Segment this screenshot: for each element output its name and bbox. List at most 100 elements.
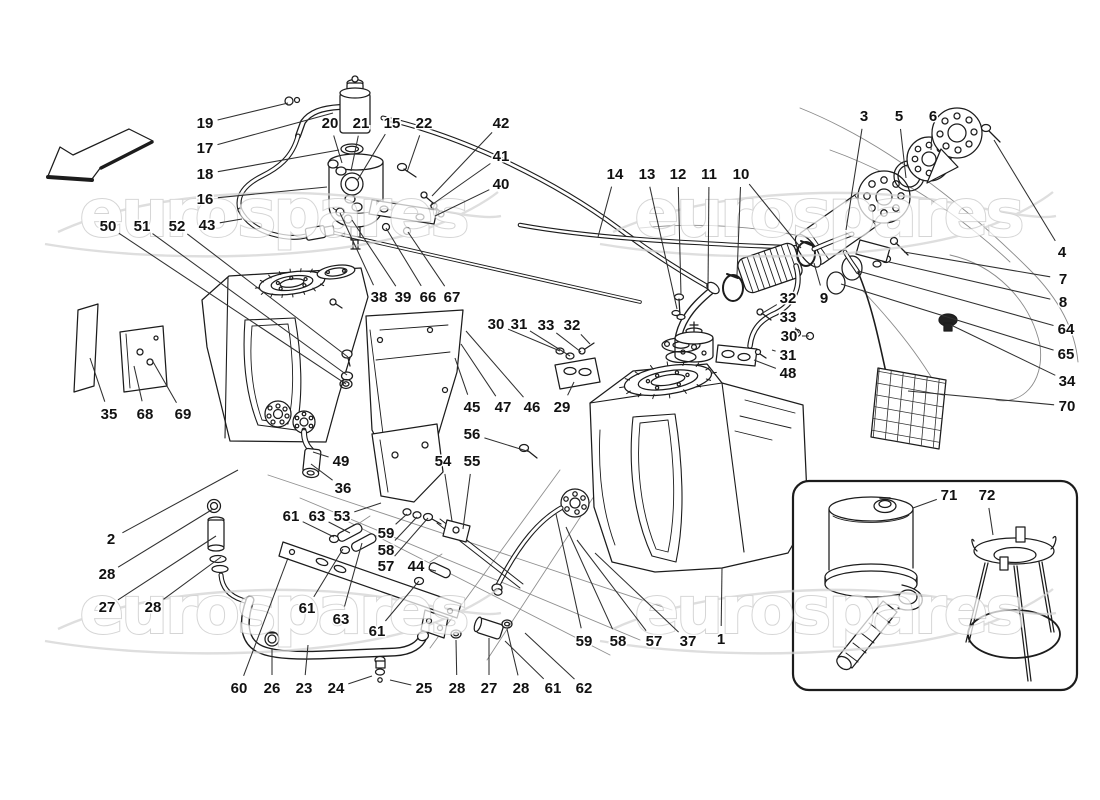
callout-number[interactable]: 22 [414,114,434,134]
callout-number[interactable]: 13 [637,165,657,185]
callout-number[interactable]: 68 [135,405,155,425]
callout-number[interactable]: 6 [927,107,938,127]
callout-number[interactable]: 57 [644,632,664,652]
callout-number[interactable]: 5 [893,107,904,127]
callout-number[interactable]: 8 [1057,293,1068,313]
callout-47-45[interactable]: 47 [493,398,513,418]
callout-68-49[interactable]: 68 [135,405,155,425]
callout-number[interactable]: 33 [778,308,798,328]
callout-41-13[interactable]: 41 [491,147,511,167]
callout-number[interactable]: 15 [382,114,402,134]
callout-65-27[interactable]: 65 [1056,345,1076,365]
callout-number[interactable]: 61 [281,507,301,527]
callout-27-58[interactable]: 27 [97,598,117,618]
callout-31-38[interactable]: 31 [778,346,798,366]
callout-number[interactable]: 21 [351,114,371,134]
callout-number[interactable]: 36 [333,479,353,499]
callout-10-19[interactable]: 10 [731,165,751,185]
callout-number[interactable]: 31 [509,315,529,335]
callout-number[interactable]: 59 [574,632,594,652]
callout-number[interactable]: 56 [462,425,482,445]
callout-number[interactable]: 65 [1056,345,1076,365]
callout-71-85[interactable]: 71 [939,486,959,506]
callout-number[interactable]: 19 [195,114,215,134]
callout-24-73[interactable]: 24 [326,679,346,699]
callout-7-24[interactable]: 7 [1057,270,1068,290]
callout-number[interactable]: 64 [1056,320,1076,340]
callout-33-42[interactable]: 33 [536,316,556,336]
callout-72-86[interactable]: 72 [977,486,997,506]
callout-59-63[interactable]: 59 [376,524,396,544]
callout-number[interactable]: 30 [779,327,799,347]
callout-number[interactable]: 57 [376,557,396,577]
callout-number[interactable]: 26 [262,679,282,699]
callout-54-52[interactable]: 54 [433,452,453,472]
callout-number[interactable]: 25 [414,679,434,699]
callout-number[interactable]: 10 [731,165,751,185]
callout-16-3[interactable]: 16 [195,190,215,210]
callout-number[interactable]: 49 [331,452,351,472]
callout-number[interactable]: 67 [442,288,462,308]
callout-number[interactable]: 7 [1057,270,1068,290]
callout-number[interactable]: 4 [1056,243,1068,263]
callout-61-60[interactable]: 61 [281,507,301,527]
callout-63-68[interactable]: 63 [331,610,351,630]
callout-62-84[interactable]: 62 [574,679,594,699]
callout-number[interactable]: 37 [678,632,698,652]
callout-39-31[interactable]: 39 [393,288,413,308]
callout-48-39[interactable]: 48 [778,364,798,384]
callout-number[interactable]: 3 [858,107,869,127]
callout-number[interactable]: 20 [320,114,340,134]
callout-3-20[interactable]: 3 [858,107,869,127]
callout-26-71[interactable]: 26 [262,679,282,699]
callout-number[interactable]: 44 [406,557,426,577]
callout-9-35[interactable]: 9 [818,289,829,309]
callout-number[interactable]: 38 [369,288,389,308]
callout-number[interactable]: 55 [462,452,482,472]
callout-number[interactable]: 32 [778,289,798,309]
callout-number[interactable]: 17 [195,139,215,159]
callout-number[interactable]: 45 [462,398,482,418]
callout-27-76[interactable]: 27 [479,679,499,699]
callout-36-55[interactable]: 36 [333,479,353,499]
callout-51-6[interactable]: 51 [132,217,152,237]
callout-number[interactable]: 46 [522,398,542,418]
callout-11-18[interactable]: 11 [700,165,719,185]
callout-56-51[interactable]: 56 [462,425,482,445]
callout-number[interactable]: 61 [543,679,563,699]
callout-28-59[interactable]: 28 [143,598,163,618]
callout-number[interactable]: 35 [99,405,119,425]
callout-number[interactable]: 23 [294,679,314,699]
callout-58-64[interactable]: 58 [376,541,396,561]
callout-number[interactable]: 11 [700,165,719,185]
callout-number[interactable]: 66 [418,288,438,308]
callout-number[interactable]: 14 [605,165,625,185]
callout-number[interactable]: 61 [297,599,317,619]
callout-number[interactable]: 51 [132,217,152,237]
callout-number[interactable]: 58 [376,541,396,561]
callout-number[interactable]: 30 [486,315,506,335]
callout-53-62[interactable]: 53 [332,507,352,527]
callout-number[interactable]: 28 [511,679,531,699]
callout-2-56[interactable]: 2 [105,530,116,550]
callout-61-83[interactable]: 61 [543,679,563,699]
callout-52-7[interactable]: 52 [167,217,187,237]
callout-63-61[interactable]: 63 [307,507,327,527]
callout-70-29[interactable]: 70 [1057,397,1077,417]
callout-1-82[interactable]: 1 [715,630,726,650]
callout-number[interactable]: 29 [552,398,572,418]
callout-5-21[interactable]: 5 [893,107,904,127]
callout-43-4[interactable]: 43 [197,216,217,236]
callout-number[interactable]: 1 [715,630,726,650]
callout-40-14[interactable]: 40 [491,175,511,195]
callout-61-67[interactable]: 61 [297,599,317,619]
callout-21-9[interactable]: 21 [351,114,371,134]
callout-number[interactable]: 71 [939,486,959,506]
callout-49-54[interactable]: 49 [331,452,351,472]
callout-17-1[interactable]: 17 [195,139,215,159]
callout-58-79[interactable]: 58 [608,632,628,652]
callout-number[interactable]: 61 [367,622,387,642]
callout-number[interactable]: 34 [1057,372,1077,392]
callout-number[interactable]: 28 [97,565,117,585]
callout-57-80[interactable]: 57 [644,632,664,652]
